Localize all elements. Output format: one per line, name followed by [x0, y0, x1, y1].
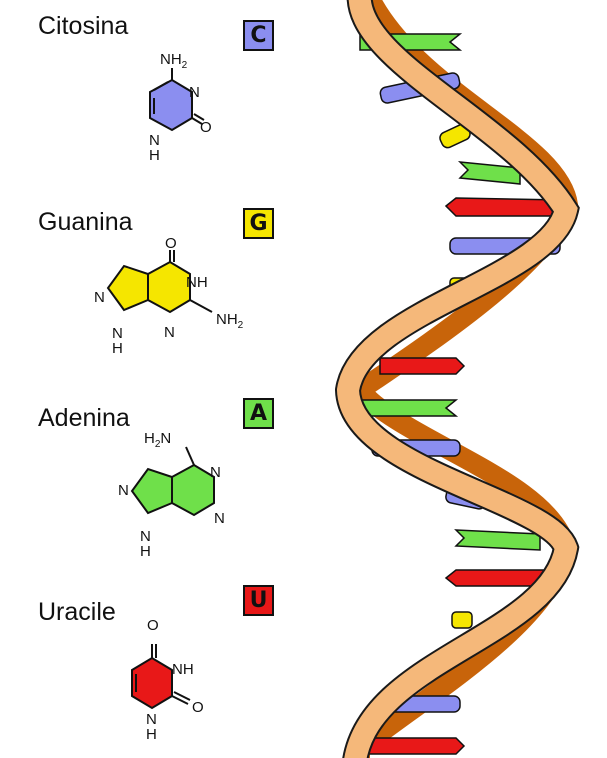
uracil-nh-n: N — [146, 711, 157, 728]
badge-g: G — [243, 208, 274, 239]
label-citosina: Citosina — [38, 12, 129, 40]
guanine-nh: NH — [186, 274, 208, 291]
dna-double-helix — [334, 0, 580, 758]
uracil-o-right: O — [192, 699, 204, 716]
badge-u: U — [243, 585, 274, 616]
uracil-molecule: O NH O N H — [131, 617, 204, 743]
uracil-o-top: O — [147, 617, 159, 634]
cytosine-nh-h: H — [149, 147, 160, 164]
rung-yellow-3 — [451, 611, 473, 629]
label-uracile: Uracile — [38, 598, 116, 626]
uracil-nh: NH — [172, 661, 194, 678]
uracil-ring — [131, 656, 173, 710]
label-adenina: Adenina — [38, 404, 130, 432]
label-guanina: Guanina — [38, 208, 133, 236]
adenine-nh9-h: H — [140, 543, 151, 560]
rung-green-2 — [457, 161, 521, 185]
badge-c: C — [243, 20, 274, 51]
guanine-n3: N — [164, 324, 175, 341]
cytosine-nh-n: N — [149, 132, 160, 149]
guanine-6ring — [147, 260, 191, 314]
adenine-h2n: H2N — [144, 430, 171, 450]
adenine-nh9-n: N — [140, 528, 151, 545]
cytosine-molecule: NH2 N O N H — [149, 51, 212, 164]
guanine-nh9-n: N — [112, 325, 123, 342]
guanine-nh9-h: H — [112, 340, 123, 357]
guanine-5ring — [106, 264, 149, 312]
guanine-n7: N — [94, 289, 105, 306]
rung-green-4 — [454, 529, 541, 551]
uracil-nh-h: H — [146, 726, 157, 743]
cytosine-n: N — [189, 84, 200, 101]
cytosine-ring — [149, 78, 193, 132]
guanine-molecule: O NH NH2 N N N H — [94, 235, 244, 357]
badge-a: A — [243, 398, 274, 429]
guanine-o: O — [165, 235, 177, 252]
cytosine-o: O — [200, 119, 212, 136]
rung-red-2 — [379, 357, 466, 375]
adenine-6ring — [171, 463, 215, 517]
adenine-5ring — [130, 467, 173, 515]
cytosine-nh2: NH2 — [160, 51, 188, 71]
adenine-n7: N — [118, 482, 129, 499]
adenine-n1: N — [210, 464, 221, 481]
guanine-nh2: NH2 — [216, 311, 244, 331]
adenine-n3: N — [214, 510, 225, 527]
helix-front-strand — [334, 0, 580, 758]
adenine-molecule: H2N N N N N H — [118, 430, 225, 560]
